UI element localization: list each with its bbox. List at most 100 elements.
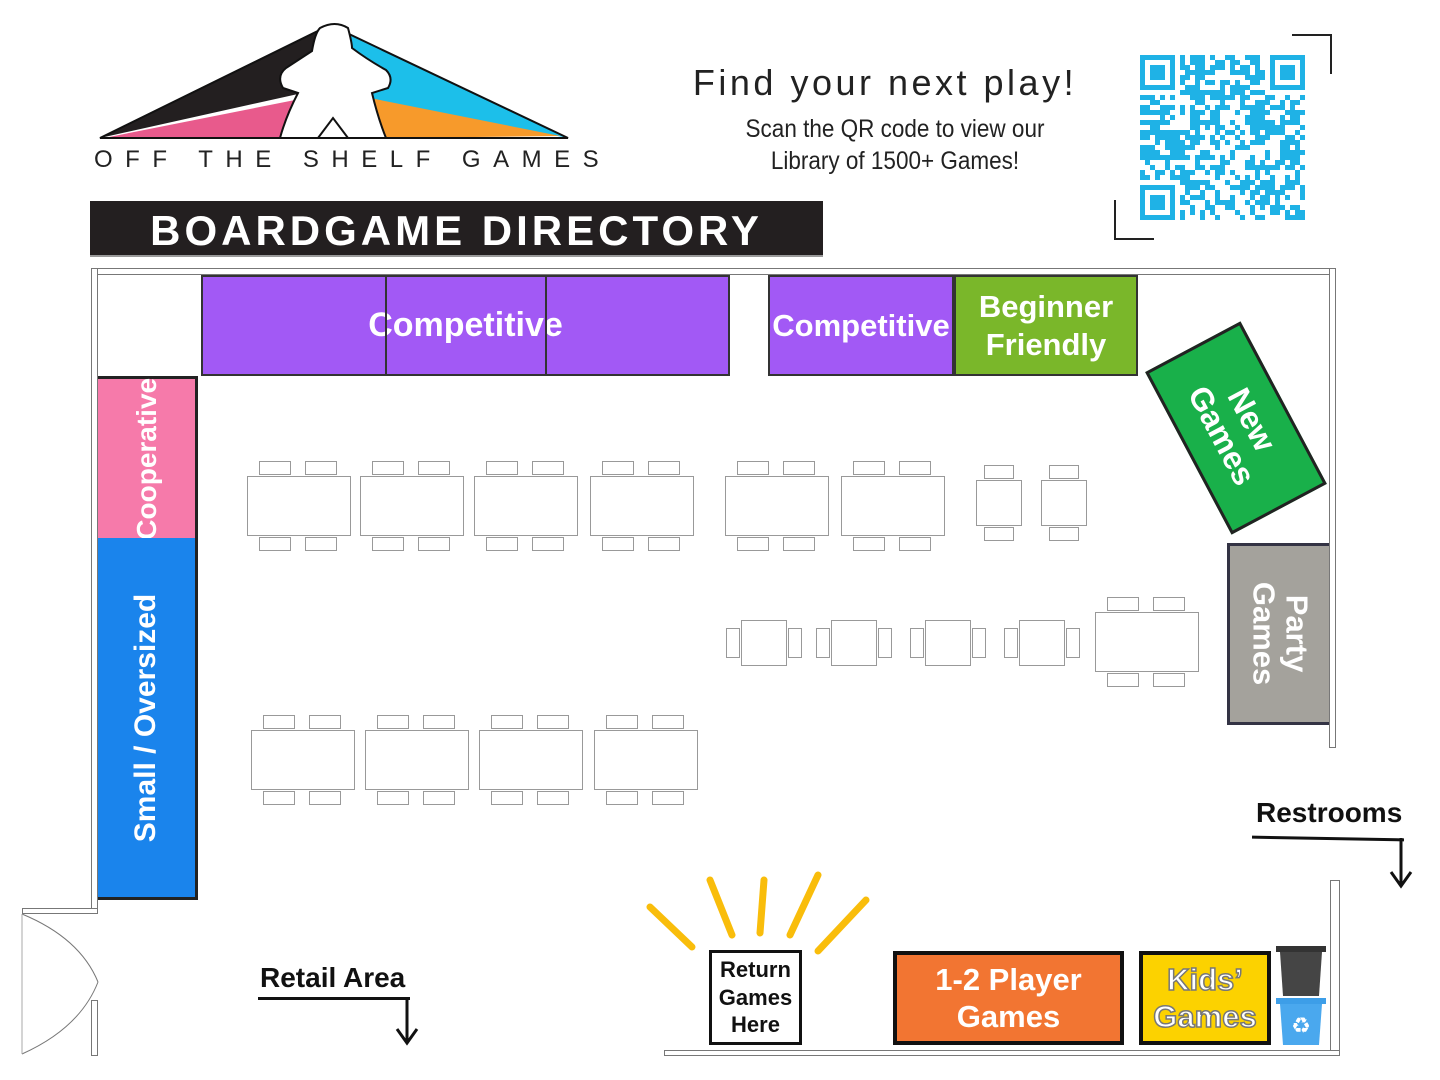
door-frame: [22, 908, 98, 914]
chair: [377, 715, 409, 729]
section-competitive-side-label: Competitive: [772, 307, 950, 343]
beginner-label-2: Friendly: [985, 326, 1107, 362]
cooperative-label: Cooperative: [130, 377, 162, 540]
restrooms-label: Restrooms: [1256, 797, 1403, 828]
chair: [1153, 597, 1185, 611]
retail-area-label: Retail Area: [260, 962, 406, 993]
chair: [418, 537, 450, 551]
section-new-games[interactable]: New Games: [1145, 321, 1327, 535]
chair: [737, 537, 769, 551]
section-competitive-main[interactable]: Competitive: [201, 275, 730, 376]
chair: [486, 537, 518, 551]
brand-name: OFF THE SHELF GAMES: [94, 146, 612, 173]
chair: [491, 715, 523, 729]
table: [1095, 612, 1199, 672]
table: [479, 730, 583, 790]
chair: [263, 791, 295, 805]
chair: [853, 537, 885, 551]
door-swing-icon: [21, 913, 99, 1055]
table: [841, 476, 945, 536]
chair: [984, 527, 1014, 541]
chair: [486, 461, 518, 475]
chair: [816, 628, 830, 658]
section-cooperative[interactable]: Cooperative: [98, 376, 198, 540]
subtext-line-1: Scan the QR code to view our: [745, 115, 1045, 143]
svg-text:♻: ♻: [1291, 1014, 1311, 1039]
chair: [372, 537, 404, 551]
chair: [1049, 465, 1079, 479]
chair: [259, 461, 291, 475]
chair: [537, 715, 569, 729]
meeple-mountain-logo-icon: [99, 23, 569, 139]
chair: [377, 791, 409, 805]
chair: [1066, 628, 1080, 658]
logo: OFF THE SHELF GAMES: [90, 18, 599, 178]
kids-label-1: Kids’: [1166, 961, 1243, 998]
table: [976, 480, 1022, 526]
section-beginner-friendly[interactable]: Beginner Friendly: [954, 275, 1138, 376]
retail-arrow-line: [258, 997, 410, 1000]
chair: [652, 791, 684, 805]
arrow-down-icon: [1389, 838, 1413, 889]
section-competitive-side[interactable]: Competitive: [768, 275, 954, 376]
chair: [853, 461, 885, 475]
party-label-1: Party: [1279, 595, 1315, 673]
chair: [537, 791, 569, 805]
one-two-label-2: Games: [956, 999, 1061, 1034]
table: [594, 730, 698, 790]
chair: [305, 461, 337, 475]
table: [251, 730, 355, 790]
wall-right: [1329, 268, 1336, 748]
chair: [972, 628, 986, 658]
table: [741, 620, 787, 666]
chair: [606, 791, 638, 805]
chair: [783, 537, 815, 551]
wall-top: [91, 268, 1336, 275]
directory-title-bar: [90, 201, 823, 257]
chair: [305, 537, 337, 551]
table: [360, 476, 464, 536]
return-label-1: Return: [720, 957, 791, 983]
section-small-oversized[interactable]: Small / Oversized: [98, 538, 198, 900]
arrow-down-icon: [395, 997, 419, 1046]
table: [247, 476, 351, 536]
attention-burst-icon: [646, 871, 870, 955]
chair: [1153, 673, 1185, 687]
return-label-2: Games: [718, 984, 793, 1010]
shelf-divider: [545, 275, 547, 376]
wall-left-lower: [91, 1000, 98, 1056]
qr-corner-bracket-top: [1292, 34, 1332, 74]
chair: [602, 537, 634, 551]
page-title: BOARDGAME DIRECTORY: [150, 207, 763, 254]
qr-code[interactable]: [1140, 55, 1305, 220]
party-games-label: Party Games: [1247, 582, 1315, 685]
section-1-2-player-games[interactable]: 1-2 Player Games: [893, 951, 1124, 1045]
return-games-box[interactable]: Return Games Here: [709, 950, 802, 1045]
chair: [648, 461, 680, 475]
chair: [263, 715, 295, 729]
tagline: Find your next play!: [692, 62, 1078, 103]
section-kids-games[interactable]: Kids’ Games: [1139, 951, 1271, 1045]
section-party-games[interactable]: Party Games: [1227, 543, 1329, 725]
table: [1019, 620, 1065, 666]
chair: [491, 791, 523, 805]
chair: [423, 715, 455, 729]
chair: [606, 715, 638, 729]
chair: [726, 628, 740, 658]
shelf-divider: [385, 275, 387, 376]
subtext-line-2: Library of 1500+ Games!: [770, 147, 1020, 175]
chair: [532, 537, 564, 551]
qr-corner-bracket-bottom: [1114, 200, 1154, 240]
table: [1041, 480, 1087, 526]
chair: [878, 628, 892, 658]
chair: [309, 715, 341, 729]
table: [725, 476, 829, 536]
table: [474, 476, 578, 536]
chair: [418, 461, 450, 475]
chair: [1107, 597, 1139, 611]
chair: [1107, 673, 1139, 687]
chair: [1004, 628, 1018, 658]
chair: [309, 791, 341, 805]
section-competitive-label: Competitive: [368, 306, 563, 345]
chair: [910, 628, 924, 658]
